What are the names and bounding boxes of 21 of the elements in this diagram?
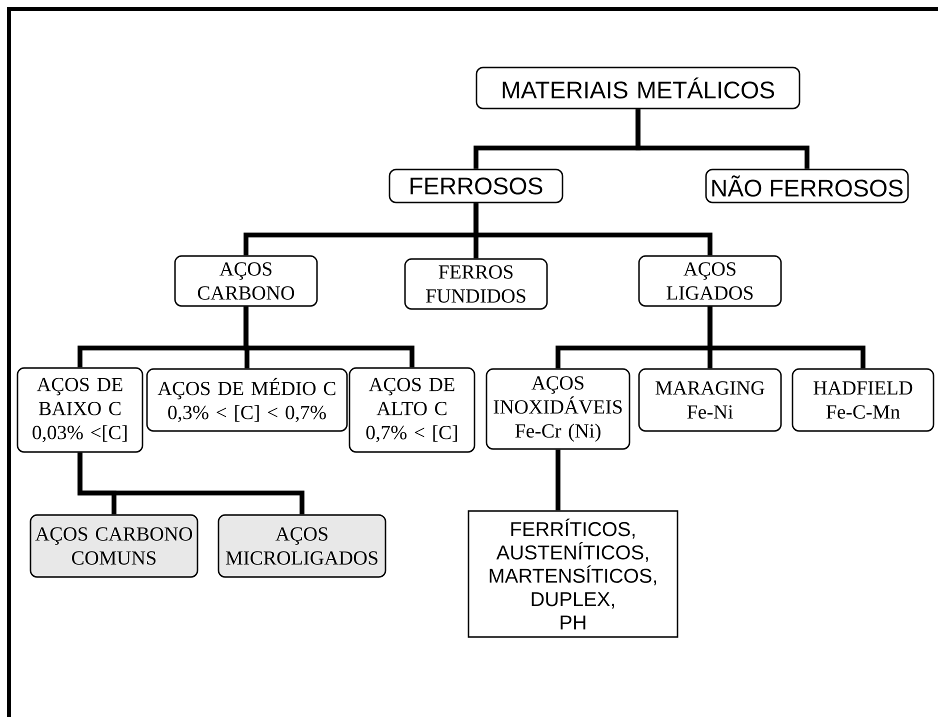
category-box: AÇOS MICROLIGADOS <box>218 514 386 578</box>
category-box: AÇOS INOXIDÁVEIS Fe-Cr (Ni) <box>486 368 630 450</box>
connector-line <box>556 450 560 510</box>
category-box: FERRÍTICOS, AUSTENÍTICOS, MARTENSÍTICOS, DUPLEX, PH <box>468 510 678 638</box>
category-box: NÃO FERROSOS <box>705 168 909 204</box>
category-box: AÇOS DE ALTO C 0,7% < [C] <box>348 367 476 453</box>
category-box: FERROSOS <box>388 168 564 204</box>
connector-line <box>708 306 866 368</box>
category-box: AÇOS CARBONO <box>174 255 318 307</box>
category-box: FERROS FUNDIDOS <box>404 258 548 310</box>
category-box: AÇOS CARBONO COMUNS <box>30 514 198 578</box>
category-box: AÇOS LIGADOS <box>638 255 782 307</box>
connector-line <box>474 203 712 256</box>
connector-line <box>636 109 810 169</box>
category-box: MARAGING Fe-Ni <box>638 368 782 432</box>
connector-line <box>78 452 304 514</box>
root-box: MATERIAIS METÁLICOS <box>476 66 800 110</box>
category-box: AÇOS DE MÉDIO C 0,3% < [C] < 0,7% <box>146 368 348 432</box>
category-box: HADFIELD Fe-C-Mn <box>792 368 934 432</box>
connector-line <box>244 306 414 368</box>
category-box: AÇOS DE BAIXO C 0,03% <[C] <box>16 367 144 453</box>
